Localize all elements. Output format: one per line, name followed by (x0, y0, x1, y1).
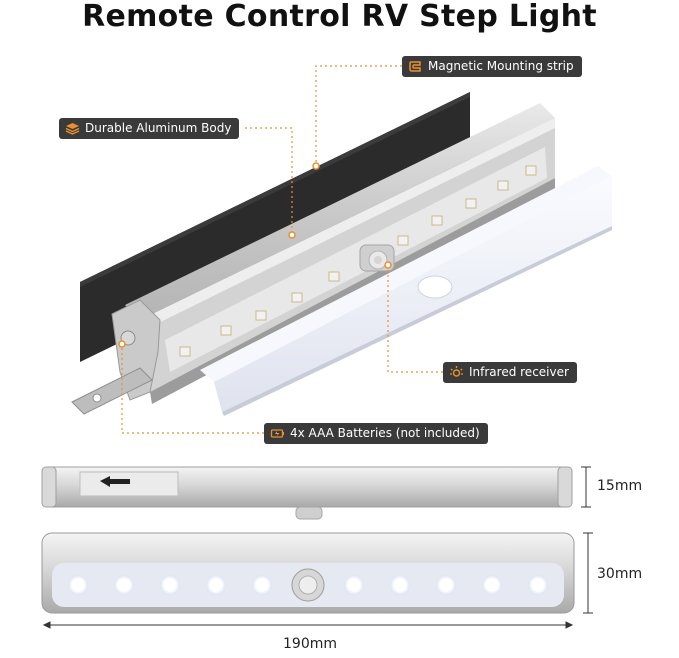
height-dimension-line (583, 532, 593, 614)
battery-icon (270, 429, 284, 438)
page-title: Remote Control RV Step Light (82, 0, 597, 34)
sensor-icon (450, 366, 463, 377)
magnetic-mounting-label: Magnetic Mounting strip (428, 59, 574, 73)
depth-dimension-line (581, 466, 591, 508)
front-view-bar (41, 532, 575, 614)
aluminum-body-label: Durable Aluminum Body (85, 121, 232, 135)
side-view-bar (41, 466, 573, 520)
front-view-leds (68, 575, 548, 595)
batteries-label: 4x AAA Batteries (not included) (290, 426, 480, 440)
infrared-receiver-tag: Infrared receiver (443, 362, 577, 383)
callout-dots (118, 162, 392, 348)
aluminum-body (125, 103, 555, 320)
callout-lines (121, 65, 443, 434)
depth-dimension-label: 15mm (597, 478, 643, 494)
length-dimension-line (42, 621, 574, 629)
layers-icon (65, 123, 80, 135)
infrared-receiver-label: Infrared receiver (469, 365, 569, 379)
magnetic-mounting-tag: Magnetic Mounting strip (402, 56, 582, 77)
end-cap-bracket (71, 299, 161, 415)
diffuser-cover (200, 166, 612, 382)
length-dimension-label: 190mm (283, 636, 337, 652)
body-led-chips (179, 165, 537, 357)
batteries-tag: 4x AAA Batteries (not included) (264, 423, 488, 444)
aluminum-body-tag: Durable Aluminum Body (59, 118, 240, 139)
height-dimension-label: 30mm (597, 566, 643, 582)
magnet-icon (409, 61, 421, 72)
